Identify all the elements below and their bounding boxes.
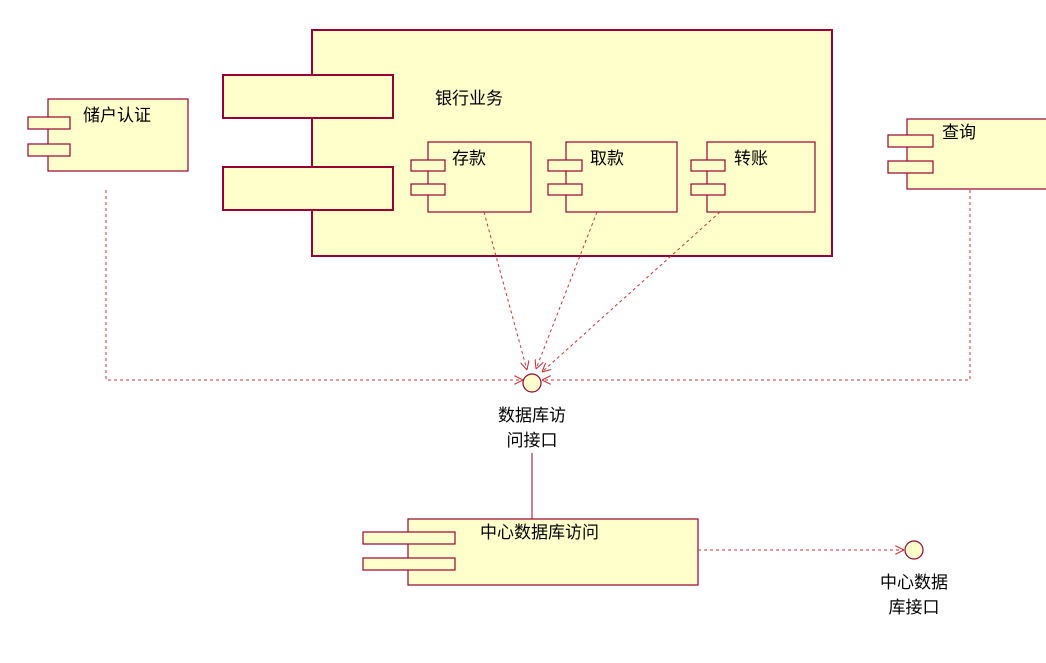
component-bank-business[interactable]: 银行业务 [222,29,833,257]
component-port-bottom [410,183,446,196]
component-transfer[interactable]: 转账 [690,141,816,213]
central-db-label-line2: 库接口 [889,598,940,618]
db-access-label-line2: 问接口 [507,431,558,451]
withdraw-label: 取款 [590,149,624,169]
component-port-top [410,159,446,172]
component-port-bottom [887,160,934,174]
dependency-transfer [542,211,721,372]
component-port-bottom [690,183,726,196]
interface-db-access[interactable]: 数据库访 问接口 [498,373,566,451]
interface-central-db[interactable]: 中心数据 库接口 [880,540,948,618]
component-port-top [547,159,583,172]
component-deposit[interactable]: 存款 [410,141,532,213]
component-port-bottom [222,166,394,211]
bank-business-label: 银行业务 [435,89,503,109]
component-port-top [690,159,726,172]
component-withdraw[interactable]: 取款 [547,141,678,213]
component-port-top [362,531,456,545]
central-db-access-label: 中心数据库访问 [480,523,599,543]
interface-lollipop-icon [904,540,924,560]
dependency-query [542,190,971,380]
db-access-label-line1: 数据库访 [498,406,566,426]
component-query[interactable]: 查询 [887,118,1046,190]
dependency-user-auth [105,190,523,380]
component-port-top [887,134,934,148]
component-user-auth[interactable]: 储户认证 [27,98,189,172]
transfer-label: 转账 [734,149,768,169]
component-port-top [27,116,71,130]
interface-lollipop-icon [522,373,542,393]
dependency-withdraw [536,211,598,369]
component-port-top [222,74,394,119]
component-port-bottom [362,557,456,571]
deposit-label: 存款 [452,149,486,169]
component-port-bottom [547,183,583,196]
query-label: 查询 [942,123,976,143]
component-port-bottom [27,143,71,157]
component-central-db-access[interactable]: 中心数据库访问 [362,518,699,586]
central-db-label-line1: 中心数据 [880,573,948,593]
user-auth-label: 储户认证 [83,106,151,126]
